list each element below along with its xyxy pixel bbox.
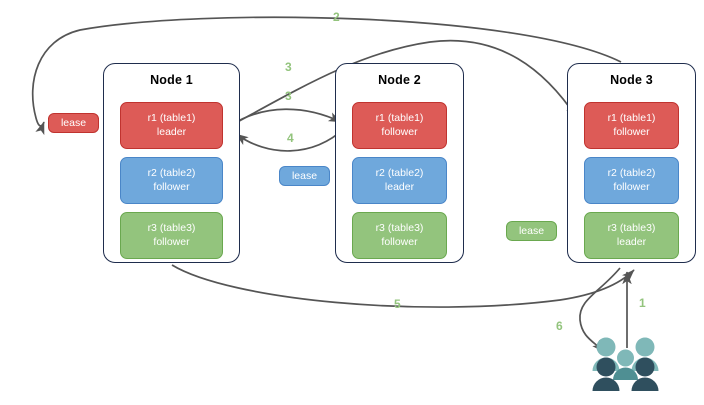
edge-label-5: 5: [394, 297, 401, 311]
replica-role: follower: [613, 125, 650, 138]
replica-role: leader: [616, 235, 647, 248]
lease-badge-range1[interactable]: lease: [48, 113, 99, 133]
replica-node3-r3[interactable]: r3 (table3) leader: [584, 212, 679, 259]
replica-name: r1 (table1): [147, 112, 196, 124]
replica-name: r1 (table1): [607, 112, 656, 124]
edge-label-2: 2: [333, 10, 340, 24]
replica-role: leader: [384, 180, 415, 193]
lease-badge-range3[interactable]: lease: [506, 221, 557, 241]
lease-badge-range2[interactable]: lease: [279, 166, 330, 186]
lease-label: lease: [291, 170, 318, 182]
edge-label-3a: 3: [285, 60, 292, 74]
replica-role: follower: [381, 235, 418, 248]
replica-role: leader: [156, 125, 187, 138]
replica-node2-r3[interactable]: r3 (table3) follower: [352, 212, 447, 259]
replica-name: r3 (table3): [375, 222, 424, 234]
replica-node3-r2[interactable]: r2 (table2) follower: [584, 157, 679, 204]
replica-name: r2 (table2): [375, 167, 424, 179]
replica-name: r2 (table2): [607, 167, 656, 179]
replica-name: r2 (table2): [147, 167, 196, 179]
replica-role: follower: [613, 180, 650, 193]
node-box-node2[interactable]: Node 2 r1 (table1) follower r2 (table2) …: [335, 63, 464, 263]
edge-label-1: 1: [639, 296, 646, 310]
replica-name: r3 (table3): [607, 222, 656, 234]
replica-name: r1 (table1): [375, 112, 424, 124]
edge-label-6: 6: [556, 319, 563, 333]
edge-6-path: [579, 267, 621, 353]
edge-3b-path: [230, 108, 342, 126]
replica-role: follower: [381, 125, 418, 138]
replica-name: r3 (table3): [147, 222, 196, 234]
node-box-node1[interactable]: Node 1 r1 (table1) leader r2 (table2) fo…: [103, 63, 240, 263]
node-box-node3[interactable]: Node 3 r1 (table1) follower r2 (table2) …: [567, 63, 696, 263]
replica-node1-r3[interactable]: r3 (table3) follower: [120, 212, 223, 259]
node-title-node1: Node 1: [150, 73, 193, 87]
node-title-node3: Node 3: [610, 73, 653, 87]
edge-label-4: 4: [287, 131, 294, 145]
replica-node1-r1[interactable]: r1 (table1) leader: [120, 102, 223, 149]
lease-label: lease: [60, 117, 87, 129]
replica-node2-r2[interactable]: r2 (table2) leader: [352, 157, 447, 204]
node-title-node2: Node 2: [378, 73, 421, 87]
replica-node3-r1[interactable]: r1 (table1) follower: [584, 102, 679, 149]
edge-5-path: [171, 264, 635, 308]
replica-role: follower: [153, 235, 190, 248]
replica-node2-r1[interactable]: r1 (table1) follower: [352, 102, 447, 149]
lease-label: lease: [518, 225, 545, 237]
edge-label-3b: 3: [285, 89, 292, 103]
replica-role: follower: [153, 180, 190, 193]
replica-node1-r2[interactable]: r2 (table2) follower: [120, 157, 223, 204]
